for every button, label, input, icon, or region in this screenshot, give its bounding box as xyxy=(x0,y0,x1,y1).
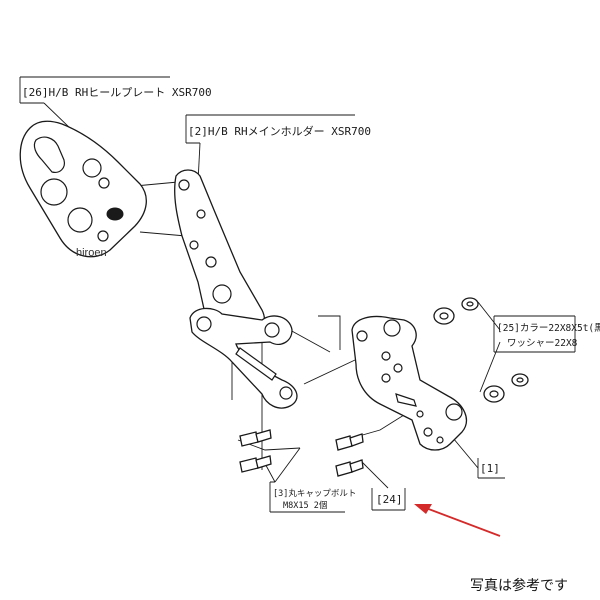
leader-collar-top xyxy=(477,301,501,331)
main-holder xyxy=(174,169,265,339)
label-main-holder: [2]H/B RHメインホルダー XSR700 xyxy=(188,124,371,138)
washer-top xyxy=(461,297,479,311)
heel-plate xyxy=(19,120,147,258)
collar-top xyxy=(433,307,455,325)
frame-main-holder xyxy=(185,114,355,144)
right-bracket xyxy=(351,315,467,451)
leader-collar-bottom xyxy=(479,341,501,393)
label-bolt-line2: M8X15 2個 xyxy=(283,500,327,511)
label-part-1: [1] xyxy=(480,462,500,475)
washer-bottom xyxy=(511,373,529,387)
label-heel-plate: [26]H/B RHヒールプレート XSR700 xyxy=(22,86,212,99)
frame-collar xyxy=(493,315,576,353)
label-part-24: [24] xyxy=(376,493,403,506)
watermark: hiroen xyxy=(76,247,107,259)
leader-part-24 xyxy=(359,459,389,489)
logo-icon xyxy=(106,207,124,221)
link-arm xyxy=(189,307,298,409)
frame-bolt xyxy=(269,481,345,513)
bolt-left-upper xyxy=(239,429,272,447)
label-bolt-line1: [3]丸キャップボルト xyxy=(273,488,356,499)
label-collar-line2: ワッシャー22X8 xyxy=(507,338,578,349)
bolt-left-lower xyxy=(239,455,272,473)
reference-note: 写真は参考です xyxy=(470,577,568,594)
bolt-right-upper xyxy=(335,433,364,451)
collar-bottom xyxy=(483,385,505,403)
red-arrow-icon xyxy=(414,504,501,537)
frame-heel-plate xyxy=(19,76,170,104)
leader-heel-plate xyxy=(43,102,73,131)
frame-part-24 xyxy=(371,488,406,511)
label-collar-line1: [25]カラー22X8X5t(黒) xyxy=(497,323,600,334)
bolt-right-lower xyxy=(335,459,364,477)
